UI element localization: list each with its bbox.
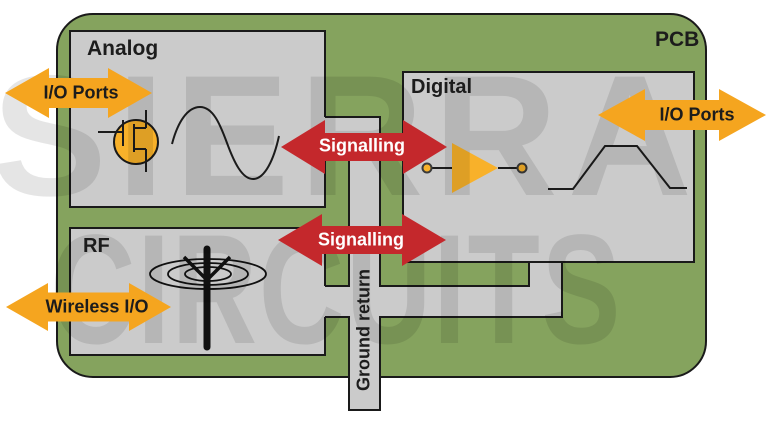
buffer-input-dot [421,162,433,174]
buffer-icon [421,143,528,193]
io-ports-right-label: I/O Ports [659,104,735,125]
transistor-icon [98,110,159,172]
io-ports-arrow-right [598,89,766,141]
signalling-arrow-top [281,120,447,174]
io-ports-left-label: I/O Ports [43,82,119,103]
wireless-io-arrow [6,283,171,331]
signalling-arrow-bottom [278,214,446,266]
wireless-io-label: Wireless I/O [45,296,149,317]
ground-return-label: Ground return [353,269,374,391]
rf-block-label: RF [83,235,110,257]
rf-block [69,227,326,356]
pcb-board-label: PCB [655,28,700,51]
analog-block [69,30,326,208]
sine-wave-icon [171,105,280,181]
digital-pulse-icon [548,145,687,190]
digital-block-label: Digital [411,76,473,98]
signalling-top-label: Signalling [318,135,406,156]
antenna-icon [149,245,267,351]
analog-block-label: Analog [87,37,159,60]
io-ports-arrow-left [5,68,152,118]
buffer-output-dot [516,162,528,174]
signalling-bottom-label: Signalling [317,229,405,250]
